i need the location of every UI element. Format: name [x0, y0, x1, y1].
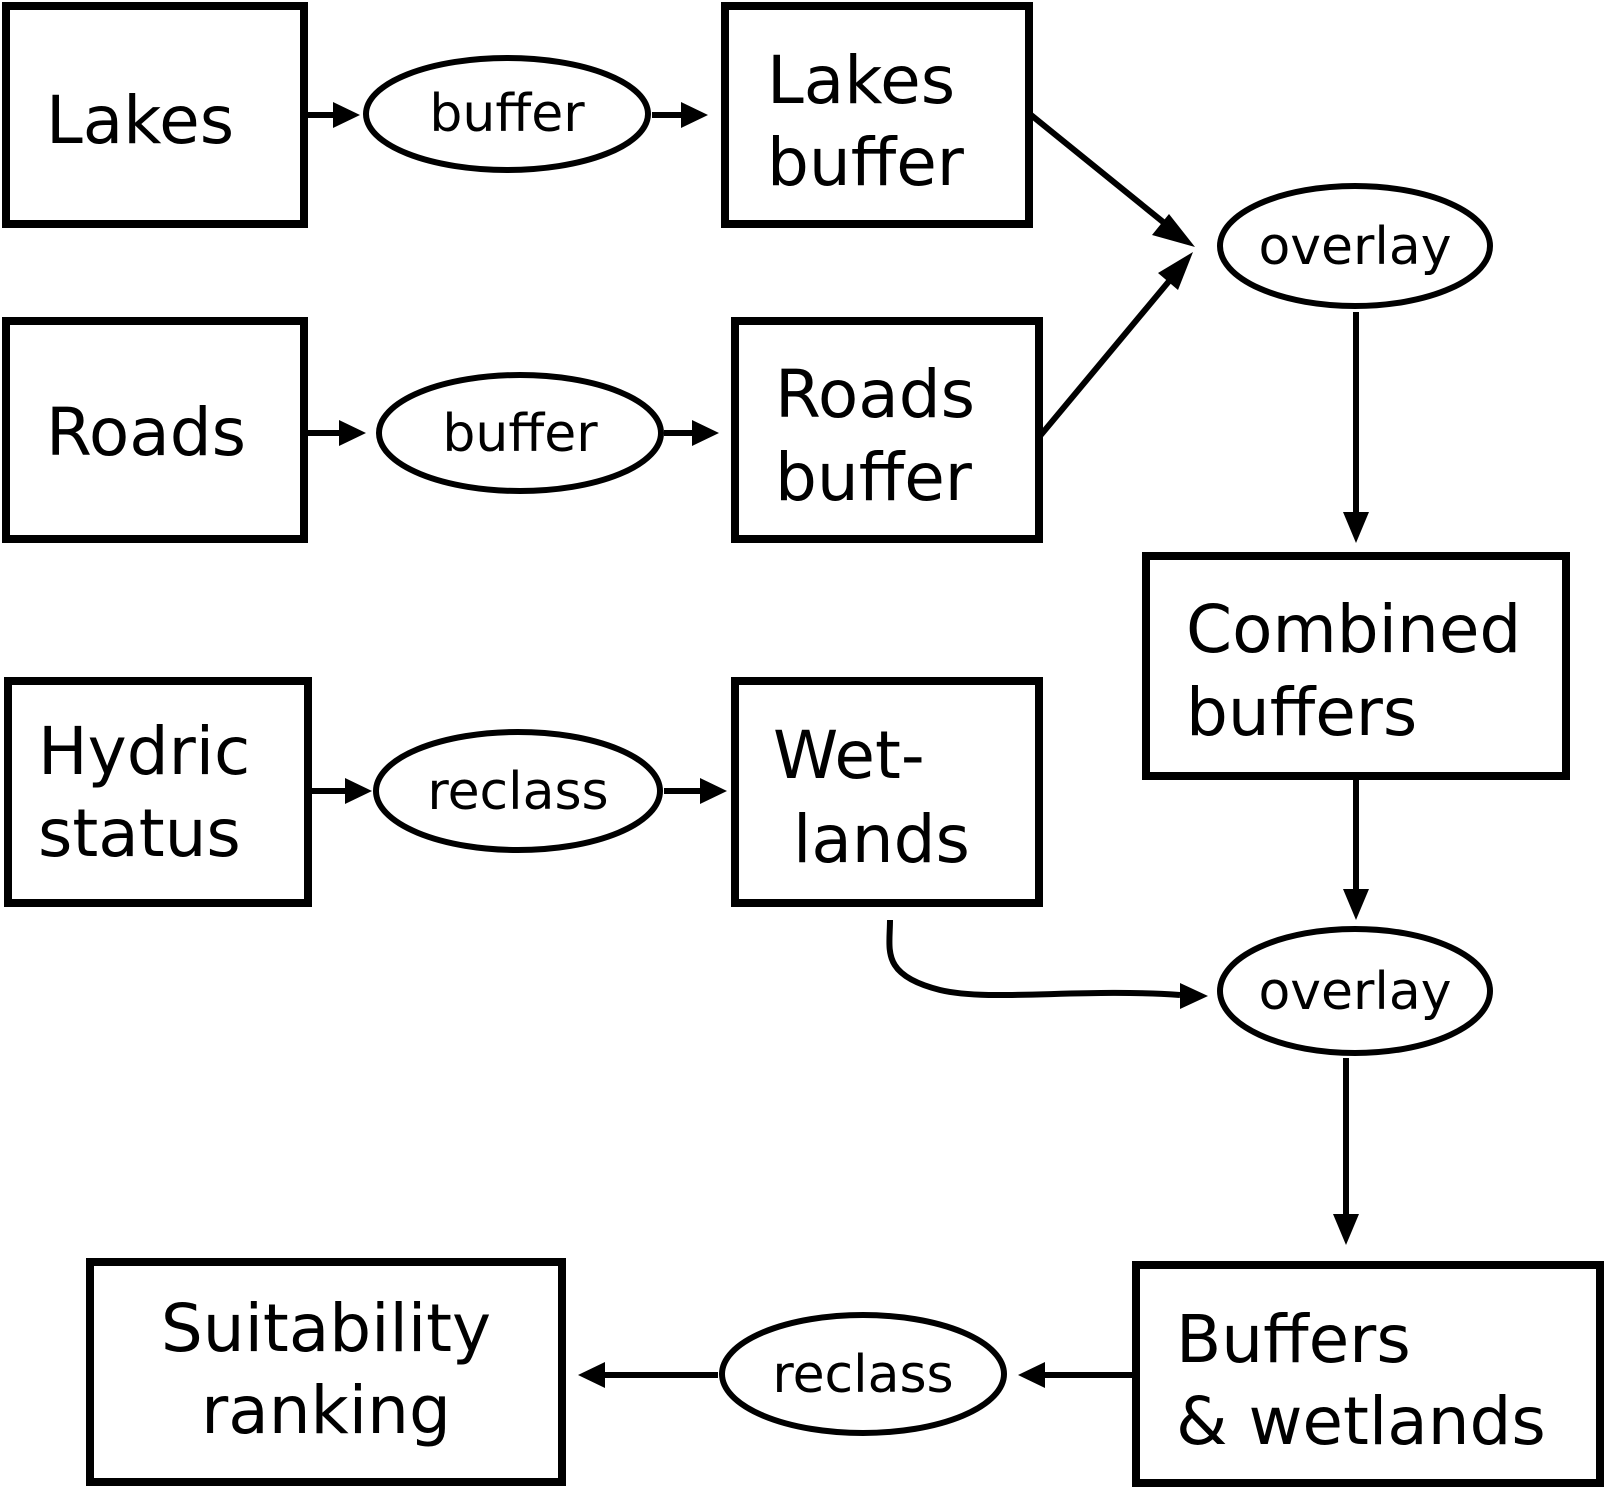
svg-text:Hydric: Hydric	[38, 713, 250, 790]
op-label: reclass	[427, 762, 608, 822]
node-label: Combined	[1186, 591, 1521, 668]
svg-text:reclass: reclass	[427, 762, 608, 822]
svg-text:overlay: overlay	[1258, 217, 1451, 277]
arrow-combined-to-overlay	[1343, 778, 1369, 920]
arrow-hydric-to-reclass	[310, 778, 372, 804]
svg-text:Roads: Roads	[46, 394, 246, 471]
svg-text:Wet-: Wet-	[773, 717, 925, 794]
svg-text:Lakes: Lakes	[46, 82, 234, 159]
node-roads: Roads	[2, 317, 308, 543]
arrow-lakes-to-buffer	[306, 102, 360, 128]
connectors	[306, 102, 1369, 1388]
node-label: status	[38, 795, 241, 872]
svg-text:buffers: buffers	[1186, 674, 1417, 751]
arrow-buffers-wetlands-to-reclass	[1018, 1362, 1133, 1388]
arrow-reclass-to-suitability	[578, 1362, 718, 1388]
op-label: reclass	[772, 1345, 953, 1405]
svg-text:Lakes: Lakes	[767, 42, 955, 119]
node-label: Suitability	[161, 1290, 491, 1367]
svg-text:buffer: buffer	[775, 439, 973, 516]
node-label: buffer	[775, 439, 973, 516]
svg-text:buffer: buffer	[442, 404, 598, 464]
node-combined-buffers: Combined buffers	[1142, 552, 1570, 780]
node-label: lands	[793, 801, 970, 878]
op-label: buffer	[442, 404, 598, 464]
node-label: Lakes	[767, 42, 955, 119]
node-label: Hydric	[38, 713, 250, 790]
arrow-lakes-buffer-to-overlay	[1029, 112, 1195, 247]
node-label: Roads	[46, 394, 246, 471]
node-label: ranking	[201, 1372, 451, 1449]
arrow-buffer-to-lakes-buffer	[652, 102, 708, 128]
svg-text:Roads: Roads	[775, 356, 975, 433]
op-label: overlay	[1258, 962, 1451, 1022]
svg-text:buffer: buffer	[767, 124, 965, 201]
node-label: Roads	[775, 356, 975, 433]
svg-text:lands: lands	[793, 801, 970, 878]
arrow-roads-to-buffer	[306, 420, 366, 446]
node-suitability-ranking: Suitability ranking	[86, 1258, 566, 1486]
svg-text:& wetlands: & wetlands	[1176, 1383, 1546, 1460]
svg-text:status: status	[38, 795, 241, 872]
svg-text:reclass: reclass	[772, 1345, 953, 1405]
op-buffer-roads: buffer	[376, 372, 664, 494]
node-wetlands: Wet- lands	[731, 677, 1043, 907]
arrow-buffer-to-roads-buffer	[664, 420, 719, 446]
svg-text:overlay: overlay	[1258, 962, 1451, 1022]
arrow-roads-buffer-to-overlay	[1037, 252, 1193, 438]
arrow-overlay-to-combined	[1343, 312, 1369, 543]
svg-text:buffer: buffer	[429, 84, 585, 144]
node-label: Wet-	[773, 717, 925, 794]
arrow-reclass-to-wetlands	[664, 778, 727, 804]
op-buffer-lakes: buffer	[363, 55, 651, 173]
op-label: overlay	[1258, 217, 1451, 277]
arrow-wetlands-to-overlay	[886, 919, 1208, 1009]
node-label: & wetlands	[1176, 1383, 1546, 1460]
node-roads-buffer: Roads buffer	[731, 317, 1043, 543]
op-reclass-hydric: reclass	[373, 729, 663, 853]
op-reclass-suitability: reclass	[719, 1312, 1007, 1436]
op-overlay-wetlands: overlay	[1217, 926, 1493, 1056]
svg-text:Combined: Combined	[1186, 591, 1521, 668]
svg-text:Buffers: Buffers	[1176, 1301, 1411, 1378]
node-label: buffer	[767, 124, 965, 201]
svg-text:ranking: ranking	[201, 1372, 451, 1449]
node-lakes: Lakes	[2, 2, 308, 228]
node-label: Buffers	[1176, 1301, 1411, 1378]
node-hydric-status: Hydric status	[4, 677, 312, 907]
op-overlay-buffers: overlay	[1217, 183, 1493, 309]
node-label: buffers	[1186, 674, 1417, 751]
node-buffers-wetlands: Buffers & wetlands	[1132, 1261, 1604, 1487]
arrow-overlay-to-buffers-wetlands	[1333, 1058, 1359, 1245]
op-label: buffer	[429, 84, 585, 144]
svg-text:Suitability: Suitability	[161, 1290, 491, 1367]
node-label: Lakes	[46, 82, 234, 159]
node-lakes-buffer: Lakes buffer	[721, 2, 1033, 228]
